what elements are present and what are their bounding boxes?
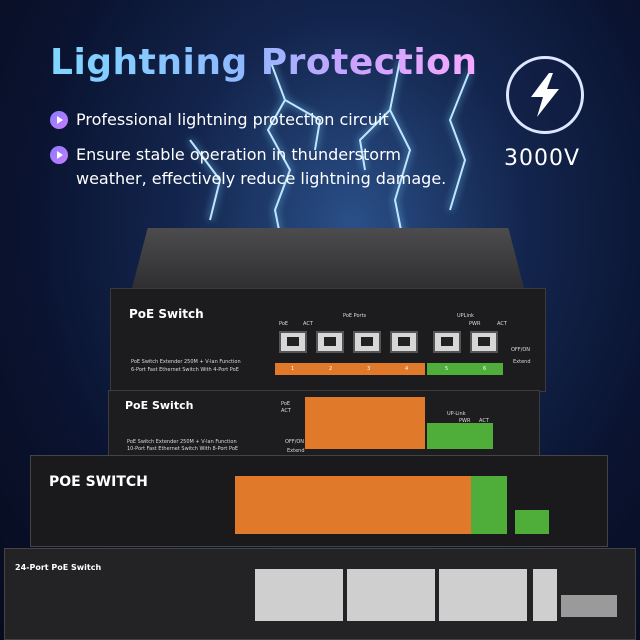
poe-switch-10-port: PoE Switch PoE Switch Extender 250M + V-…	[108, 390, 540, 456]
group-label: ACT	[497, 321, 507, 327]
device-desc: PoE Switch Extender 250M + V-lan Functio…	[131, 359, 241, 365]
poe-port-strip	[275, 363, 425, 375]
port-block-3	[439, 569, 527, 621]
ethernet-port	[433, 331, 461, 353]
uplink-port-strip	[427, 363, 503, 375]
feature-item: Ensure stable operation in thunderstorm …	[50, 143, 470, 191]
group-label: OFF/ON	[511, 347, 531, 353]
ethernet-port	[470, 331, 498, 353]
group-label: PoE	[281, 401, 291, 407]
device-top	[132, 228, 524, 288]
feature-text: Ensure stable operation in thunderstorm …	[76, 145, 447, 188]
play-bullet-icon	[50, 146, 68, 164]
lightning-bolt-icon	[531, 73, 559, 117]
group-label: Extend	[287, 448, 305, 454]
port-block-2	[347, 569, 435, 621]
port-number: 3	[367, 366, 371, 372]
group-label: PoE Ports	[343, 313, 367, 319]
device-desc: 10-Port Fast Ethernet Switch With 8-Port…	[127, 446, 239, 452]
poe-port-block	[235, 476, 503, 534]
sfp-port	[515, 510, 549, 534]
device-desc: 6-Port Fast Ethernet Switch With 4-Port …	[131, 367, 239, 373]
port-number: 5	[445, 366, 449, 372]
port-number: 4	[405, 366, 409, 372]
feature-item: Professional lightning protection circui…	[50, 108, 389, 132]
device-label: 24-Port PoE Switch	[15, 563, 102, 572]
group-label: ACT	[303, 321, 313, 327]
page-title: Lightning Protection	[50, 42, 478, 83]
device-front: PoE Switch PoE Switch Extender 250M + V-…	[110, 288, 546, 392]
play-bullet-icon	[50, 111, 68, 129]
ethernet-port	[316, 331, 344, 353]
poe-switch-16-port: POE SWITCH	[30, 455, 608, 547]
group-label: PWR	[459, 418, 471, 424]
device-label: PoE Switch	[129, 307, 204, 321]
group-label: PoE	[279, 321, 289, 327]
port-number: 1	[291, 366, 295, 372]
poe-port-block	[305, 397, 425, 449]
lightning-strike-graphic	[189, 60, 471, 260]
poe-switch-6-port: PoE Switch PoE Switch Extender 250M + V-…	[110, 228, 546, 392]
port-number: 2	[329, 366, 333, 372]
uplink-port-block	[471, 476, 507, 534]
voltage-text: 3000V	[504, 146, 581, 171]
device-label: POE SWITCH	[49, 474, 148, 490]
poe-switch-24-port: 24-Port PoE Switch	[4, 548, 636, 640]
sfp-port	[561, 595, 617, 617]
group-label: OFF/ON	[285, 439, 305, 445]
port-number: 6	[483, 366, 487, 372]
ethernet-port	[279, 331, 307, 353]
feature-text: Professional lightning protection circui…	[76, 110, 389, 129]
group-label: PWR	[469, 321, 481, 327]
device-label: PoE Switch	[125, 399, 194, 412]
uplink-port-block	[427, 423, 493, 449]
uplink-ports	[533, 569, 557, 621]
group-label: Extend	[513, 359, 531, 365]
ethernet-port	[390, 331, 418, 353]
ethernet-port	[353, 331, 381, 353]
group-label: UPLink	[457, 313, 474, 319]
port-block-1	[255, 569, 343, 621]
group-label: UP-Link	[447, 411, 466, 417]
group-label: ACT	[281, 408, 291, 414]
group-label: ACT	[479, 418, 489, 424]
voltage-badge	[506, 56, 584, 134]
device-desc: PoE Switch Extender 250M + V-lan Functio…	[127, 439, 237, 445]
